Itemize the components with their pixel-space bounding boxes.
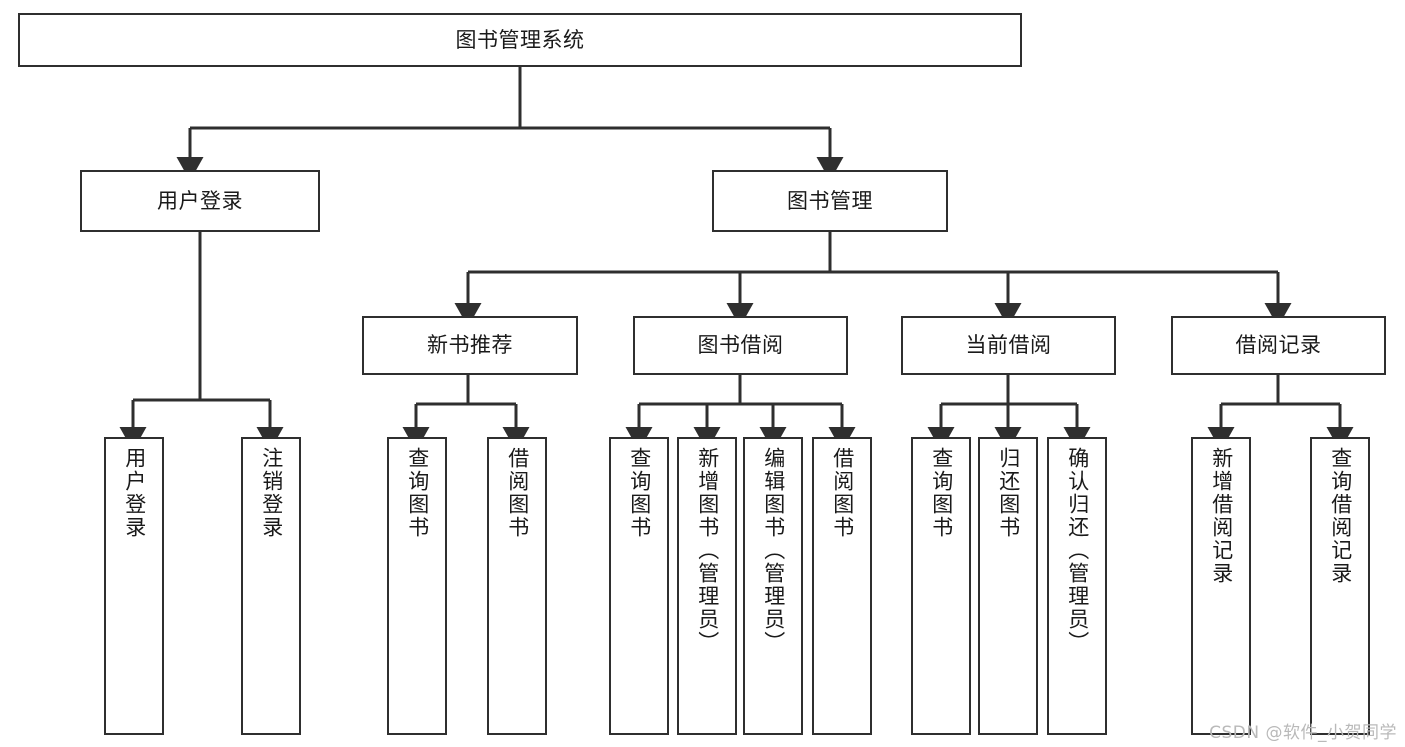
node-label: 用户登录 [157,188,243,213]
node-label: 借阅图书 [505,447,530,539]
node-user-login[interactable]: 用户登录 [80,170,320,232]
node-label: 新书推荐 [427,333,513,358]
node-current-borrow[interactable]: 当前借阅 [901,316,1116,375]
node-new-book-recommend[interactable]: 新书推荐 [362,316,578,375]
node-leaf-logout[interactable]: 注销登录 [241,437,301,735]
node-label: 注销登录 [259,447,284,539]
node-leaf-add-borrow-record[interactable]: 新增借阅记录 [1191,437,1251,735]
node-leaf-user-login[interactable]: 用户登录 [104,437,164,735]
node-label: 归还图书 [996,447,1021,539]
node-label: 图书管理 [787,188,873,213]
node-label: 借阅图书 [830,447,855,539]
node-label: 当前借阅 [965,333,1052,358]
node-leaf-borrow-book-recommend[interactable]: 借阅图书 [487,437,547,735]
node-label: 借阅记录 [1235,333,1322,358]
node-leaf-query-borrow-record[interactable]: 查询借阅记录 [1310,437,1370,735]
node-leaf-query-book-current[interactable]: 查询图书 [911,437,971,735]
node-leaf-query-book-recommend[interactable]: 查询图书 [387,437,447,735]
node-leaf-add-book-admin[interactable]: 新增图书（管理员） [677,437,737,735]
node-label: 新增借阅记录 [1209,447,1234,585]
node-label: 编辑图书（管理员） [761,447,786,654]
node-label: 查询借阅记录 [1328,447,1353,585]
node-label: 确认归还（管理员） [1065,447,1090,654]
node-leaf-confirm-return-admin[interactable]: 确认归还（管理员） [1047,437,1107,735]
node-label: 查询图书 [405,447,430,539]
node-root-book-management-system[interactable]: 图书管理系统 [18,13,1022,67]
node-label: 图书管理系统 [455,27,585,52]
node-leaf-query-book-borrow[interactable]: 查询图书 [609,437,669,735]
node-label: 用户登录 [122,447,147,539]
node-book-borrow[interactable]: 图书借阅 [633,316,848,375]
node-borrow-record[interactable]: 借阅记录 [1171,316,1386,375]
node-leaf-return-book[interactable]: 归还图书 [978,437,1038,735]
node-book-management[interactable]: 图书管理 [712,170,948,232]
node-label: 查询图书 [627,447,652,539]
node-label: 新增图书（管理员） [695,447,720,654]
watermark: CSDN @软件_小贺同学 [1209,723,1397,743]
node-leaf-edit-book-admin[interactable]: 编辑图书（管理员） [743,437,803,735]
node-label: 查询图书 [929,447,954,539]
node-label: 图书借阅 [697,333,784,358]
node-leaf-borrow-book[interactable]: 借阅图书 [812,437,872,735]
